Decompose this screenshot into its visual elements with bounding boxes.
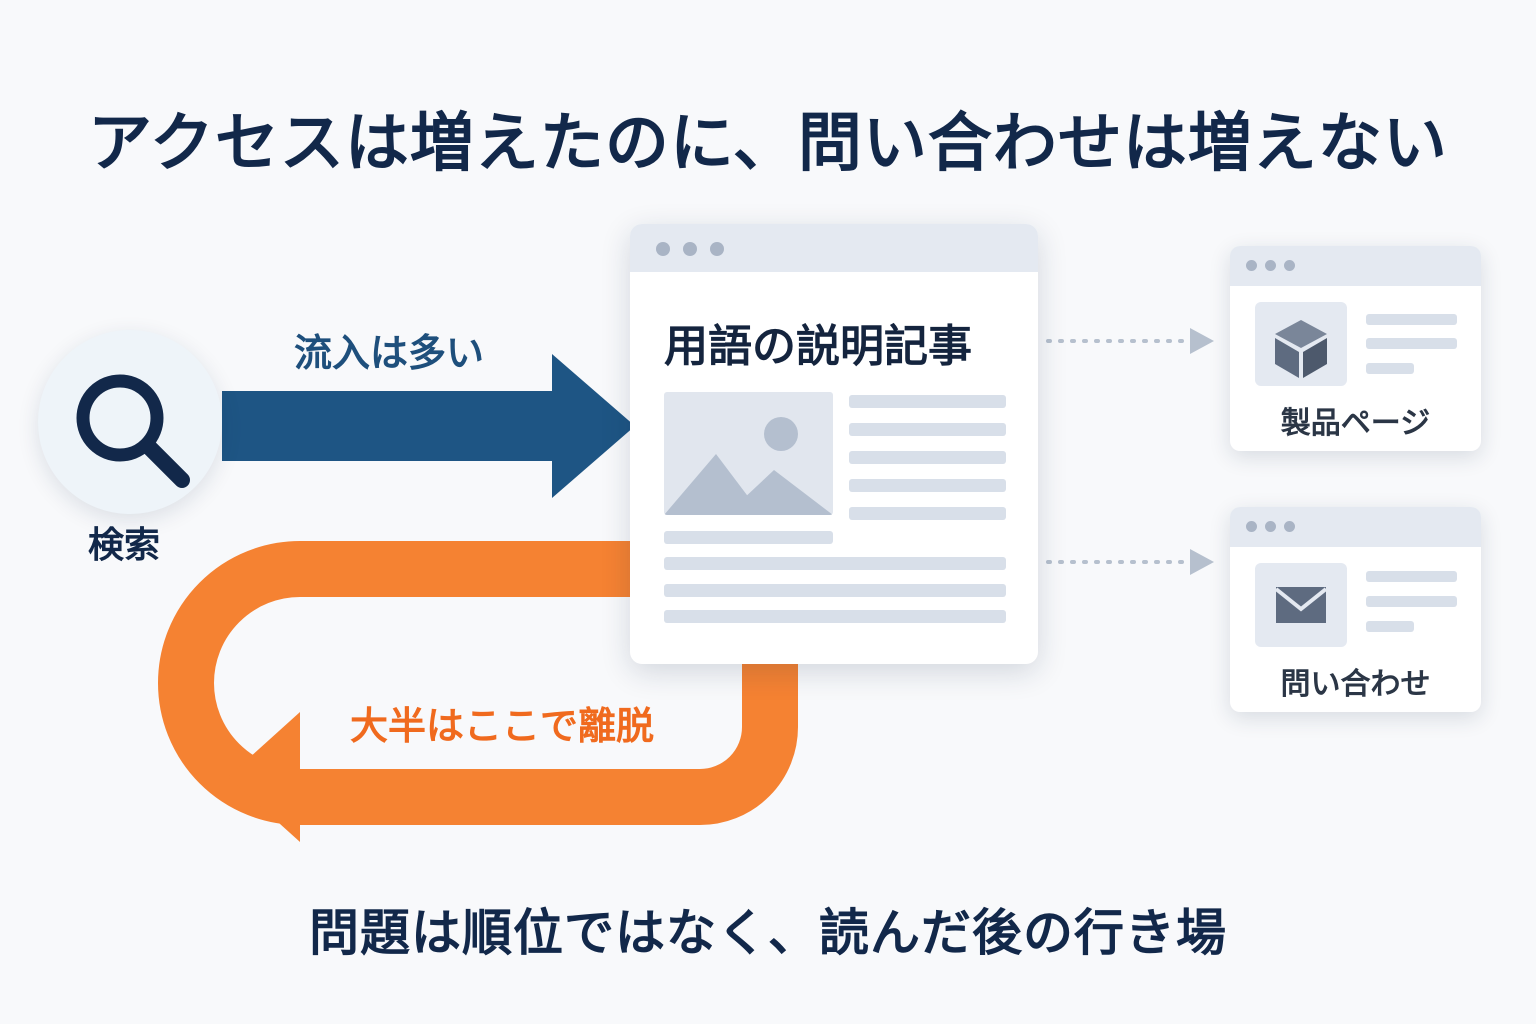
text-line [1366, 596, 1457, 607]
contact-card: 問い合わせ [1230, 507, 1481, 712]
text-line [1366, 314, 1457, 325]
text-line [664, 610, 1006, 623]
text-line [849, 395, 1006, 408]
text-line [664, 584, 1006, 597]
text-line [1366, 571, 1457, 582]
connector-to-contact-head [1190, 549, 1214, 575]
connector-to-product-head [1190, 328, 1214, 354]
window-dot-icon [710, 242, 724, 256]
page-title: アクセスは増えたのに、問い合わせは増えない [88, 107, 1448, 181]
product-page-card: 製品ページ [1230, 246, 1481, 451]
conclusion-text: 問題は順位ではなく、読んだ後の行き場 [309, 904, 1227, 962]
window-dot-icon [656, 242, 670, 256]
window-dot-icon [1284, 521, 1295, 532]
text-line [849, 479, 1006, 492]
article-browser-window: 用語の説明記事 [630, 224, 1038, 664]
box-icon [1255, 302, 1347, 386]
inflow-label: 流入は多い [294, 331, 485, 375]
text-line [664, 531, 833, 544]
inflow-arrow-body [222, 391, 557, 461]
card-title-bar [1230, 507, 1481, 547]
article-title: 用語の説明記事 [664, 321, 972, 372]
browser-title-bar [630, 224, 1038, 272]
contact-label: 問い合わせ [1280, 667, 1431, 702]
window-dot-icon [1246, 521, 1257, 532]
bounce-arrow-body [158, 541, 798, 825]
text-line [1366, 363, 1414, 374]
search-label: 検索 [88, 525, 161, 566]
text-line [849, 451, 1006, 464]
text-line [849, 423, 1006, 436]
search-icon [76, 374, 190, 488]
bounce-label: 大半はここで離脱 [350, 704, 655, 748]
window-dot-icon [683, 242, 697, 256]
mail-icon [1255, 563, 1347, 647]
inflow-arrow-head [552, 354, 635, 498]
bounce-arrow-head [228, 712, 300, 842]
text-line [1366, 338, 1457, 349]
window-dot-icon [1246, 260, 1257, 271]
window-dot-icon [1265, 260, 1276, 271]
window-dot-icon [1265, 521, 1276, 532]
card-title-bar [1230, 246, 1481, 286]
text-line [664, 557, 1006, 570]
text-line [849, 507, 1006, 520]
window-dot-icon [1284, 260, 1295, 271]
image-placeholder-icon [664, 392, 833, 515]
search-node [38, 330, 222, 514]
text-line [1366, 621, 1414, 632]
product-page-label: 製品ページ [1280, 406, 1431, 441]
